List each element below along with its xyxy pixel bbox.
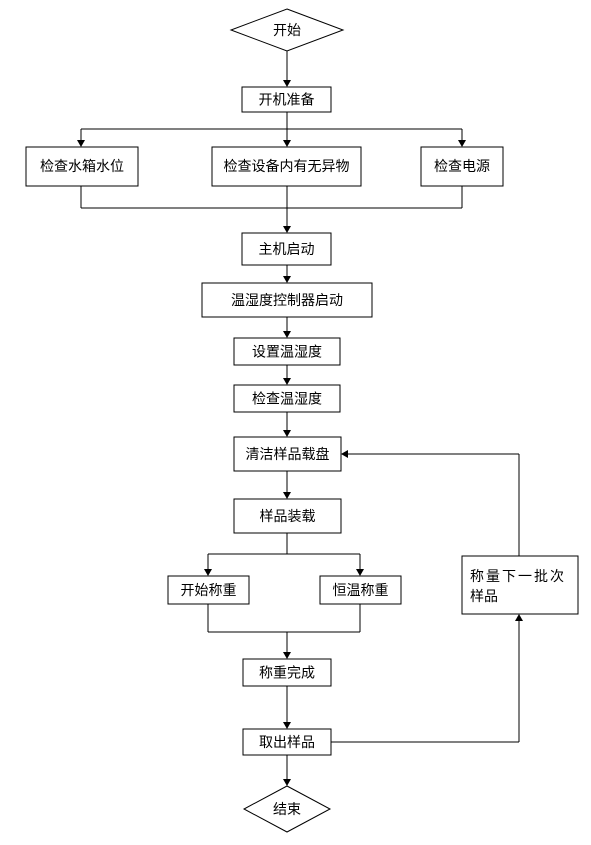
arrow-prep-power (458, 140, 466, 147)
node-main-start: 主机启动 (241, 232, 332, 266)
take-sample-box (242, 728, 332, 756)
set-th-box (233, 337, 341, 366)
next-batch-box (461, 555, 579, 615)
arrow-clean-load (283, 492, 291, 499)
arrow-load-begin (204, 569, 212, 576)
arrow-to-next-batch (515, 614, 523, 621)
node-ctrl-start: 温湿度控制器启动 (201, 282, 373, 318)
main-start-label: 主机启动 (259, 242, 315, 258)
arrow-main-ctrl (283, 276, 291, 283)
arrow-to-clean (341, 450, 348, 458)
node-const-weigh: 恒温称重 (319, 575, 402, 605)
check-power-box (420, 146, 504, 187)
arrow-check-clean (283, 430, 291, 437)
arrow-take-end (283, 779, 291, 786)
check-device-box (211, 146, 362, 187)
node-prep: 开机准备 (241, 86, 332, 113)
check-th-box (233, 384, 341, 413)
node-clean-tray: 清洁样品载盘 (233, 436, 342, 472)
prep-label: 开机准备 (259, 92, 315, 109)
weigh-done-box (242, 658, 332, 687)
node-end: 结束 (242, 785, 332, 833)
node-take-sample: 取出样品 (242, 728, 332, 756)
node-next-batch: 称量下一批次 样品 (461, 555, 579, 615)
arrow-load-const (356, 569, 364, 576)
node-begin-weigh: 开始称重 (167, 575, 250, 605)
next-batch-label-line2: 样品 (470, 589, 498, 605)
node-check-water: 检查水箱水位 (25, 146, 139, 187)
weigh-done-label: 称重完成 (259, 666, 315, 682)
load-sample-label: 样品装载 (260, 509, 316, 525)
arrow-prep-device (283, 140, 291, 147)
next-batch-label-line1: 称量下一批次 (470, 569, 566, 585)
arrow-merge-main (283, 226, 291, 233)
arrow-done-take (283, 722, 291, 729)
check-th-label: 检查温湿度 (252, 392, 322, 408)
begin-weigh-label: 开始称重 (181, 583, 237, 599)
node-start: 开始 (229, 8, 345, 52)
ctrl-start-box (201, 282, 373, 318)
node-set-th: 设置温湿度 (233, 337, 341, 366)
edges (77, 51, 523, 786)
arrow-prep-water (77, 140, 85, 147)
check-device-label: 检查设备内有无异物 (224, 158, 350, 175)
check-water-box (25, 146, 139, 187)
node-check-power: 检查电源 (420, 146, 504, 187)
node-check-device: 检查设备内有无异物 (211, 146, 362, 187)
arrow-set-check (283, 378, 291, 385)
clean-tray-label: 清洁样品载盘 (246, 446, 330, 463)
clean-tray-box (233, 436, 342, 472)
node-check-th: 检查温湿度 (233, 384, 341, 413)
ctrl-start-label: 温湿度控制器启动 (231, 293, 343, 309)
set-th-label: 设置温湿度 (252, 345, 322, 361)
prep-box (241, 86, 332, 113)
start-diamond (229, 8, 345, 52)
end-diamond (242, 785, 332, 833)
arrow-merge-done (283, 652, 291, 659)
const-weigh-label: 恒温称重 (333, 583, 389, 599)
check-power-label: 检查电源 (434, 159, 490, 175)
main-start-box (241, 232, 332, 266)
end-label: 结束 (273, 802, 301, 818)
const-weigh-box (319, 575, 402, 605)
arrow-start-prep (283, 80, 291, 87)
load-sample-box (233, 498, 342, 534)
node-weigh-done: 称重完成 (242, 658, 332, 687)
check-water-label: 检查水箱水位 (40, 159, 124, 175)
arrow-ctrl-set (283, 331, 291, 338)
begin-weigh-box (167, 575, 250, 605)
node-load-sample: 样品装载 (233, 498, 342, 534)
take-sample-label: 取出样品 (259, 735, 315, 751)
start-label: 开始 (273, 23, 301, 39)
